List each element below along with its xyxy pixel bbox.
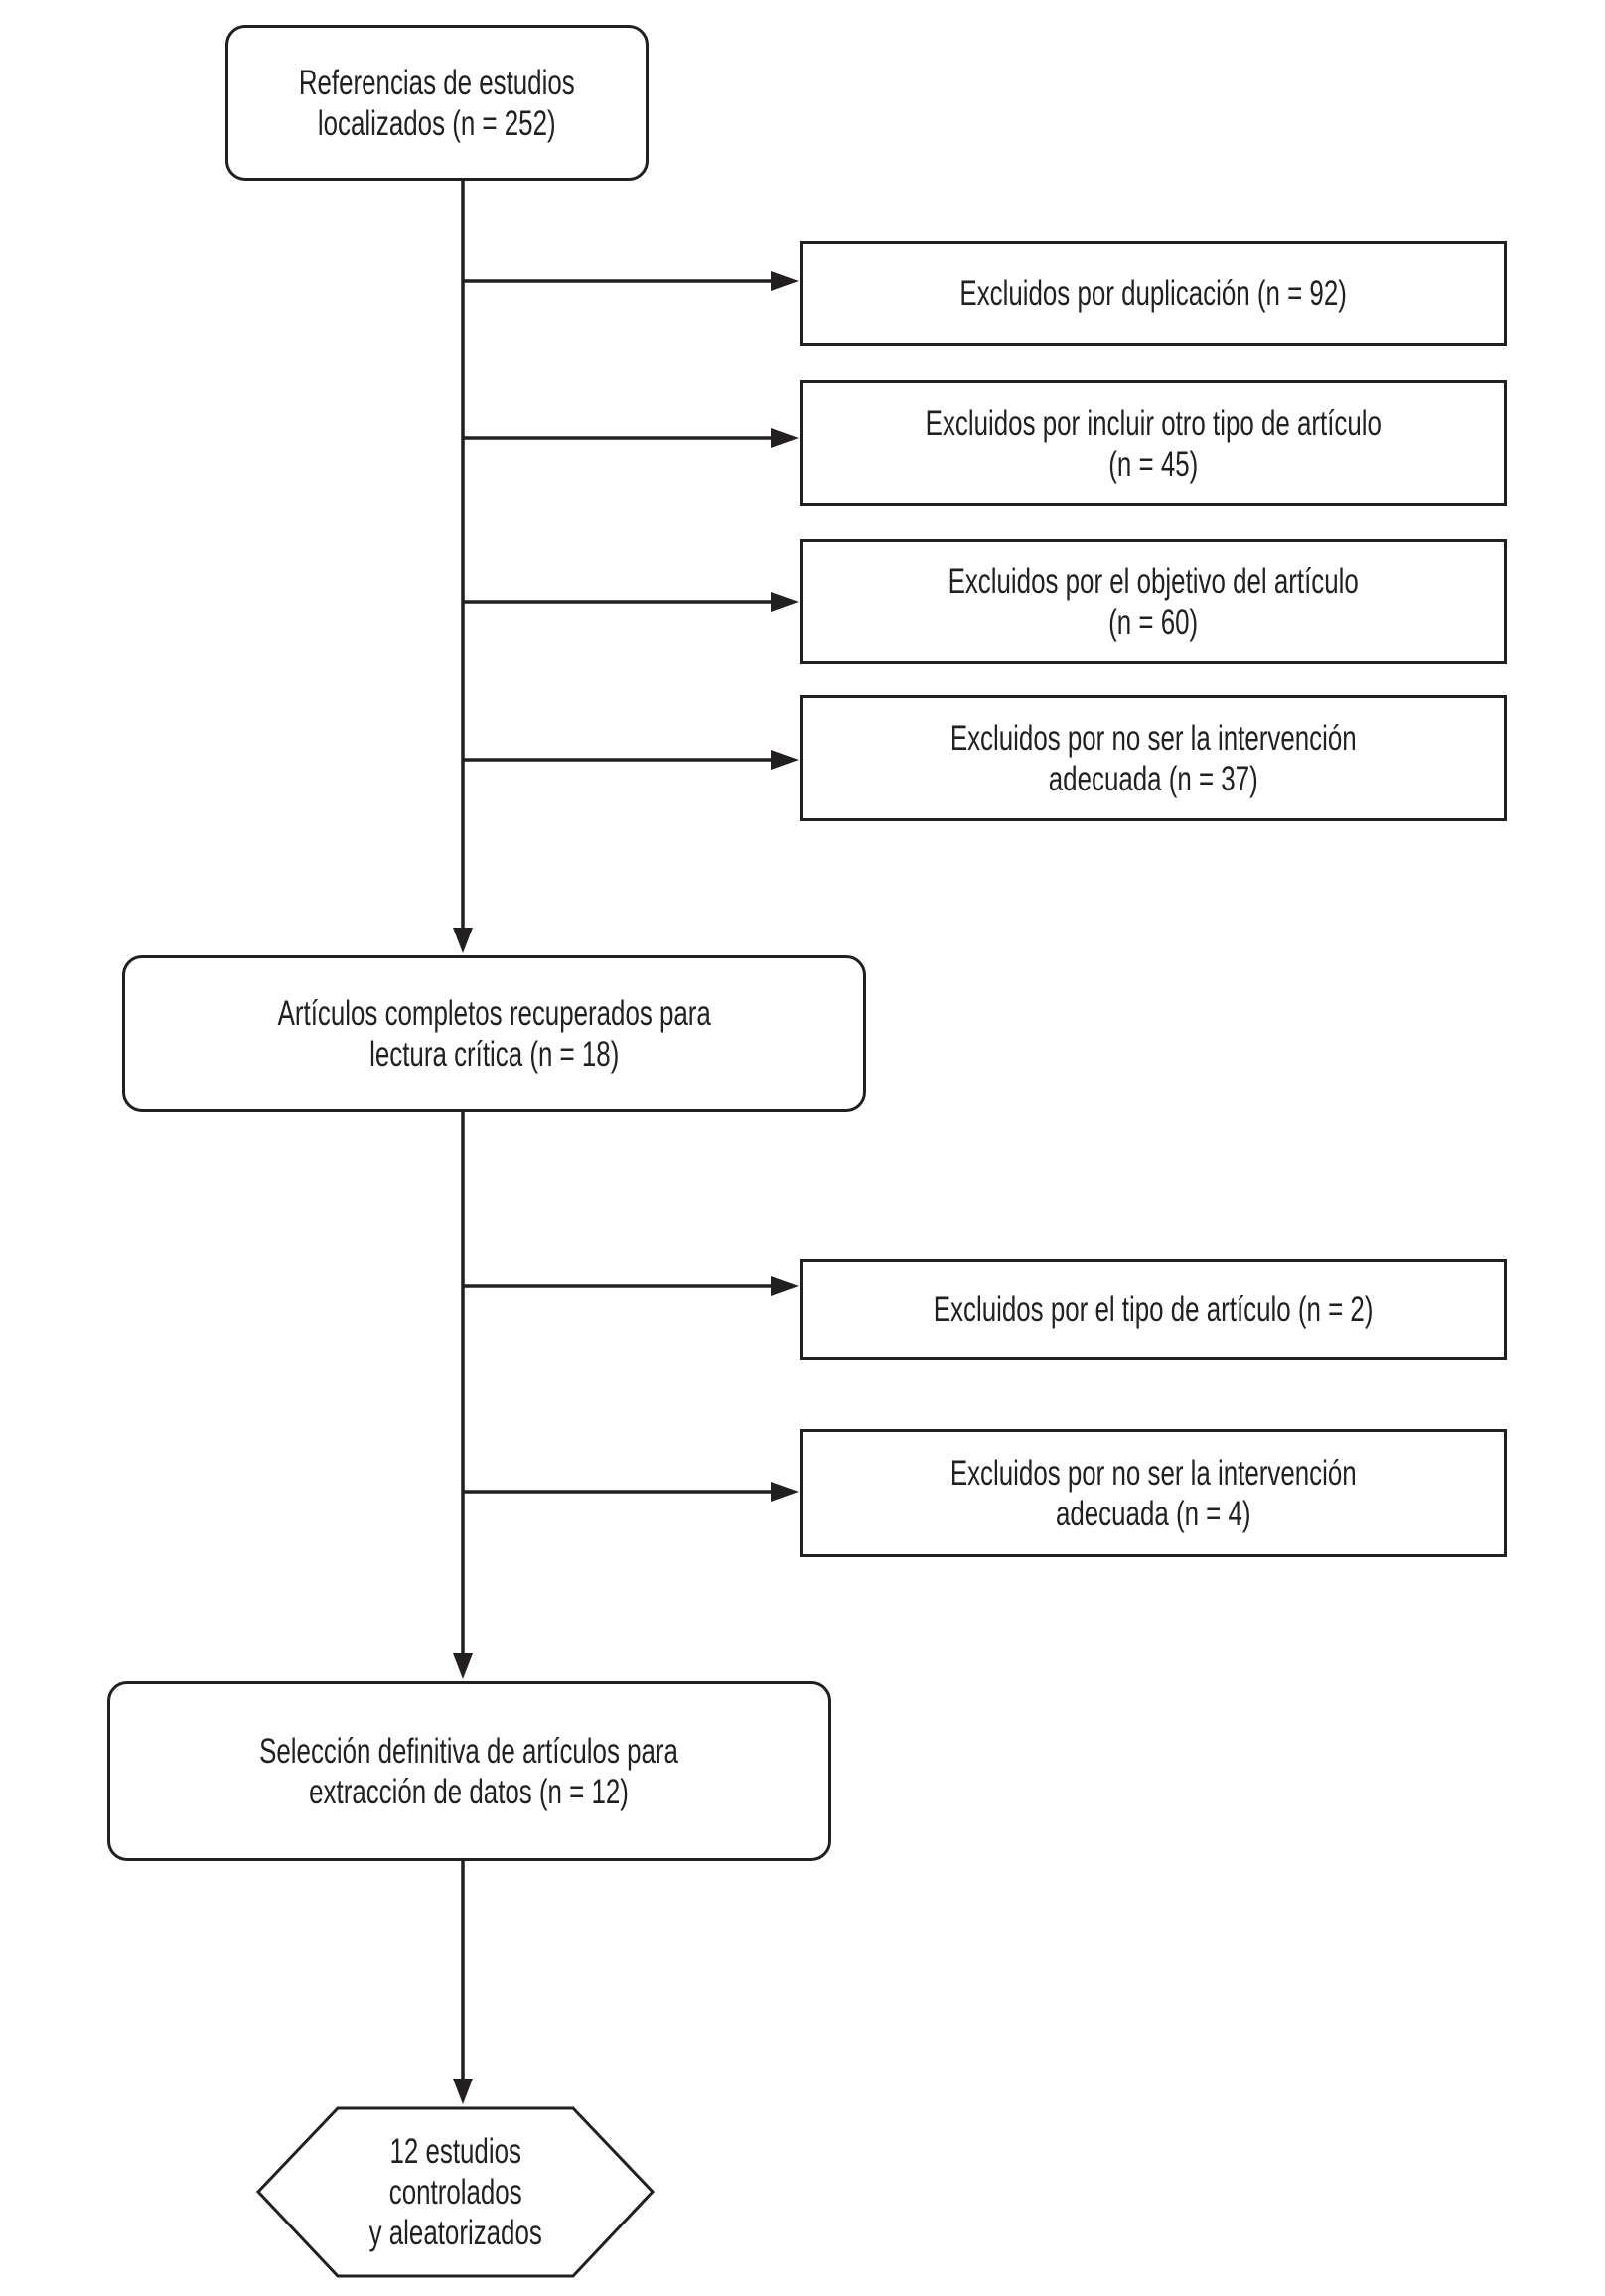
node-full-text-articles-label: Artículos completos recuperados para lec…	[277, 993, 710, 1075]
node-references: Referencias de estudios localizados (n =…	[225, 25, 649, 181]
node-excluded-objective-line-2: (n = 60)	[1107, 603, 1198, 642]
hexagon-shape	[255, 2106, 656, 2278]
node-final-selection-line-2: extracción de datos (n = 12)	[309, 1772, 630, 1811]
node-excluded-duplication-label: Excluidos por duplicación (n = 92)	[959, 273, 1346, 314]
node-excluded-wrong-intervention-second-line-1: Excluidos por no ser la intervención	[949, 1453, 1357, 1493]
node-excluded-duplication: Excluidos por duplicación (n = 92)	[800, 241, 1507, 346]
node-excluded-other-article-type: Excluidos por incluir otro tipo de artíc…	[800, 380, 1507, 506]
node-result-label: 12 estudios controlados y aleatorizados	[368, 2131, 541, 2253]
node-final-selection-label: Selección definitiva de artículos para e…	[260, 1731, 679, 1812]
node-excluded-other-article-type-line-1: Excluidos por incluir otro tipo de artíc…	[925, 403, 1382, 443]
node-excluded-wrong-intervention-first: Excluidos por no ser la intervención ade…	[800, 695, 1507, 821]
arrowhead-right-other-type	[771, 428, 799, 448]
arrowhead-down-result	[453, 2079, 473, 2104]
node-excluded-article-type: Excluidos por el tipo de artículo (n = 2…	[800, 1259, 1507, 1360]
arrowhead-right-objective	[771, 592, 799, 612]
node-excluded-objective-label: Excluidos por el objetivo del artículo (…	[948, 561, 1358, 643]
node-full-text-articles-line-1: Artículos completos recuperados para	[277, 994, 711, 1033]
node-excluded-other-article-type-line-2: (n = 45)	[1107, 444, 1198, 484]
node-excluded-wrong-intervention-first-label: Excluidos por no ser la intervención ade…	[950, 718, 1357, 799]
node-references-line-2: localizados (n = 252)	[318, 103, 556, 143]
node-excluded-wrong-intervention-first-line-2: adecuada (n = 37)	[1048, 759, 1258, 798]
arrowhead-right-article-type	[771, 1276, 799, 1296]
node-full-text-articles: Artículos completos recuperados para lec…	[122, 955, 866, 1112]
node-result-line-3: y aleatorizados	[368, 2214, 542, 2252]
node-excluded-duplication-line-1: Excluidos por duplicación (n = 92)	[959, 274, 1347, 313]
node-result-line-2: controlados	[388, 2173, 522, 2212]
node-result-line-1: 12 estudios	[389, 2132, 521, 2171]
node-excluded-wrong-intervention-second: Excluidos por no ser la intervención ade…	[800, 1429, 1507, 1557]
node-excluded-article-type-line-1: Excluidos por el tipo de artículo (n = 2…	[933, 1290, 1374, 1329]
arrowhead-right-intervention-37	[771, 750, 799, 770]
node-excluded-other-article-type-label: Excluidos por incluir otro tipo de artíc…	[925, 403, 1381, 485]
node-references-label: Referencias de estudios localizados (n =…	[299, 63, 575, 144]
node-full-text-articles-line-2: lectura crítica (n = 18)	[368, 1035, 620, 1074]
node-references-line-1: Referencias de estudios	[299, 63, 575, 102]
node-result: 12 estudios controlados y aleatorizados	[258, 2108, 653, 2276]
node-excluded-objective: Excluidos por el objetivo del artículo (…	[800, 539, 1507, 664]
node-excluded-wrong-intervention-first-line-1: Excluidos por no ser la intervención	[949, 718, 1357, 758]
node-excluded-objective-line-1: Excluidos por el objetivo del artículo	[948, 562, 1359, 601]
node-excluded-wrong-intervention-second-line-2: adecuada (n = 4)	[1055, 1494, 1251, 1533]
node-excluded-wrong-intervention-second-label: Excluidos por no ser la intervención ade…	[950, 1453, 1357, 1534]
node-final-selection: Selección definitiva de artículos para e…	[107, 1681, 831, 1861]
arrowhead-down-full-text	[453, 928, 473, 953]
arrowhead-right-intervention-4	[771, 1482, 799, 1502]
node-excluded-article-type-label: Excluidos por el tipo de artículo (n = 2…	[934, 1289, 1374, 1330]
node-final-selection-line-1: Selección definitiva de artículos para	[259, 1731, 679, 1771]
arrowhead-right-duplication	[771, 271, 799, 291]
arrowhead-down-final-selection	[453, 1653, 473, 1679]
